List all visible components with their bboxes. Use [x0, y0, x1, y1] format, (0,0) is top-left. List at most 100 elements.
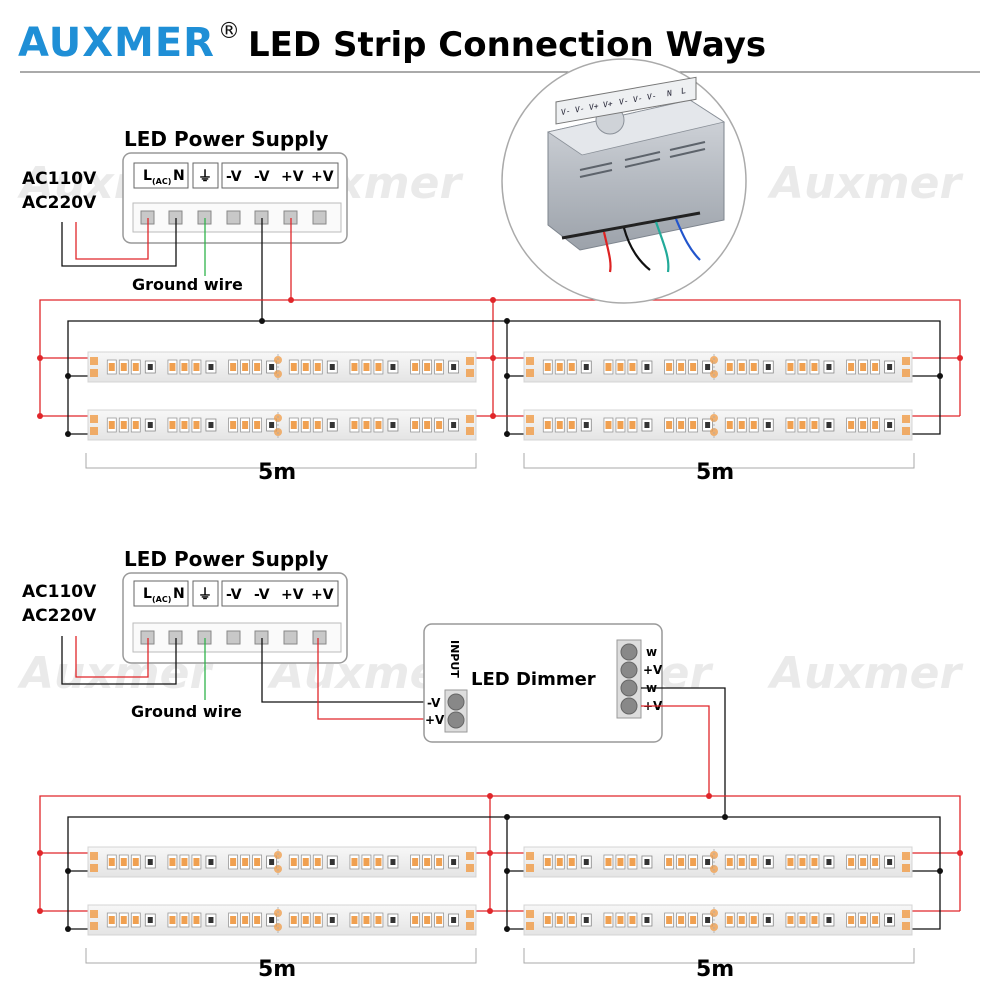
led-chip-phosphor — [193, 363, 200, 371]
solder-pad — [902, 852, 910, 860]
junction-dots — [37, 297, 963, 437]
led-chip-phosphor — [678, 916, 685, 924]
header: AUXMER ® LED Strip Connection Ways — [18, 19, 980, 73]
led-strips-row-2 — [87, 846, 913, 936]
wire-output-positive — [641, 705, 710, 796]
resistor-body — [887, 364, 893, 370]
led-chip-phosphor — [314, 916, 321, 924]
junction-dot — [490, 297, 496, 303]
led-chip-phosphor — [302, 858, 309, 866]
led-chip-phosphor — [120, 858, 127, 866]
led-chip-phosphor — [363, 363, 370, 371]
led-chip-phosphor — [738, 858, 745, 866]
solder-pad — [90, 427, 98, 435]
led-chip-phosphor — [726, 363, 733, 371]
dimmer-pin — [620, 661, 638, 679]
solder-pad — [902, 910, 910, 918]
resistor-body — [583, 917, 589, 923]
junction-dot — [504, 431, 510, 437]
watermark-text: Auxmer — [767, 648, 963, 699]
solder-pad — [902, 922, 910, 930]
resistor-body — [390, 422, 396, 428]
led-chip-phosphor — [412, 916, 419, 924]
psu-terminal-text: V- — [633, 94, 643, 105]
led-chip-phosphor — [242, 858, 249, 866]
solder-pad — [90, 357, 98, 365]
led-chip-phosphor — [424, 421, 431, 429]
led-chip-phosphor — [678, 363, 685, 371]
junction-dot — [490, 413, 496, 419]
led-chip-phosphor — [436, 363, 443, 371]
solder-pad — [526, 864, 534, 872]
led-chip-phosphor — [544, 916, 551, 924]
dimension-bracket — [85, 453, 477, 469]
led-chip-phosphor — [108, 363, 115, 371]
junction-dot — [957, 355, 963, 361]
dimmer-pin — [620, 679, 638, 697]
psu-terminal-text: V- — [619, 96, 629, 107]
led-chip-phosphor — [860, 421, 867, 429]
psu-top — [547, 99, 726, 156]
screw-terminal — [312, 210, 327, 225]
led-chip-phosphor — [629, 916, 636, 924]
resistor-body — [826, 422, 832, 428]
led-chip-phosphor — [363, 916, 370, 924]
terminal-l-label: L — [143, 168, 152, 184]
junction-dot — [937, 373, 943, 379]
psu-label-strip — [555, 76, 697, 125]
led-chip-phosphor — [436, 421, 443, 429]
led-chip-phosphor — [351, 421, 358, 429]
bus-positive — [39, 795, 961, 853]
junction-dot — [487, 908, 493, 914]
terminal-label-ln — [133, 162, 189, 189]
terminal-output-label: -V — [226, 587, 242, 603]
solder-pad — [902, 427, 910, 435]
led-strip — [87, 351, 477, 383]
input-wires — [61, 218, 206, 276]
resistor-body — [887, 917, 893, 923]
led-chip-phosphor — [690, 363, 697, 371]
resistor-body — [765, 364, 771, 370]
led-chip-phosphor — [375, 916, 382, 924]
dimmer-output-pin-label: +V — [643, 663, 663, 677]
led-chip-phosphor — [750, 421, 757, 429]
led-chip-phosphor — [436, 916, 443, 924]
resistor-body — [269, 917, 275, 923]
dimmer-input-label: INPUT — [448, 640, 461, 678]
input-voltage-220: AC220V — [22, 606, 97, 626]
psu-screw-row — [561, 211, 701, 240]
resistor-body — [390, 859, 396, 865]
led-chip-phosphor — [568, 858, 575, 866]
psu-terminal-text: N — [667, 89, 672, 99]
led-chip-phosphor — [617, 421, 624, 429]
input-voltage-110: AC110V — [22, 582, 97, 602]
wire-output-negative — [641, 687, 726, 817]
led-chip-phosphor — [120, 916, 127, 924]
led-chip-phosphor — [872, 363, 879, 371]
wire-neutral — [61, 218, 177, 267]
resistor-body — [705, 917, 711, 923]
ground-icon: ⏚ — [198, 169, 212, 185]
dimmer-pin — [447, 711, 465, 729]
led-chip-phosphor — [169, 363, 176, 371]
solder-pad — [526, 415, 534, 423]
page-title: LED Strip Connection Ways — [248, 25, 766, 65]
led-chip-phosphor — [738, 363, 745, 371]
led-chip-phosphor — [860, 363, 867, 371]
solder-pad — [526, 852, 534, 860]
led-strip — [523, 409, 913, 441]
power-supply-title: LED Power Supply — [124, 127, 328, 151]
junction-dot — [65, 431, 71, 437]
led-chip-phosphor — [193, 421, 200, 429]
led-chip-phosphor — [108, 858, 115, 866]
resistor-body — [390, 917, 396, 923]
solder-pad — [466, 415, 474, 423]
led-chip-phosphor — [181, 916, 188, 924]
led-chip-phosphor — [690, 421, 697, 429]
strip-length-label: 5m — [696, 460, 734, 485]
wire-live — [75, 636, 149, 678]
led-chip-phosphor — [605, 916, 612, 924]
solder-pad — [902, 864, 910, 872]
led-chip-phosphor — [375, 421, 382, 429]
wire-dimmer-positive — [317, 638, 446, 720]
